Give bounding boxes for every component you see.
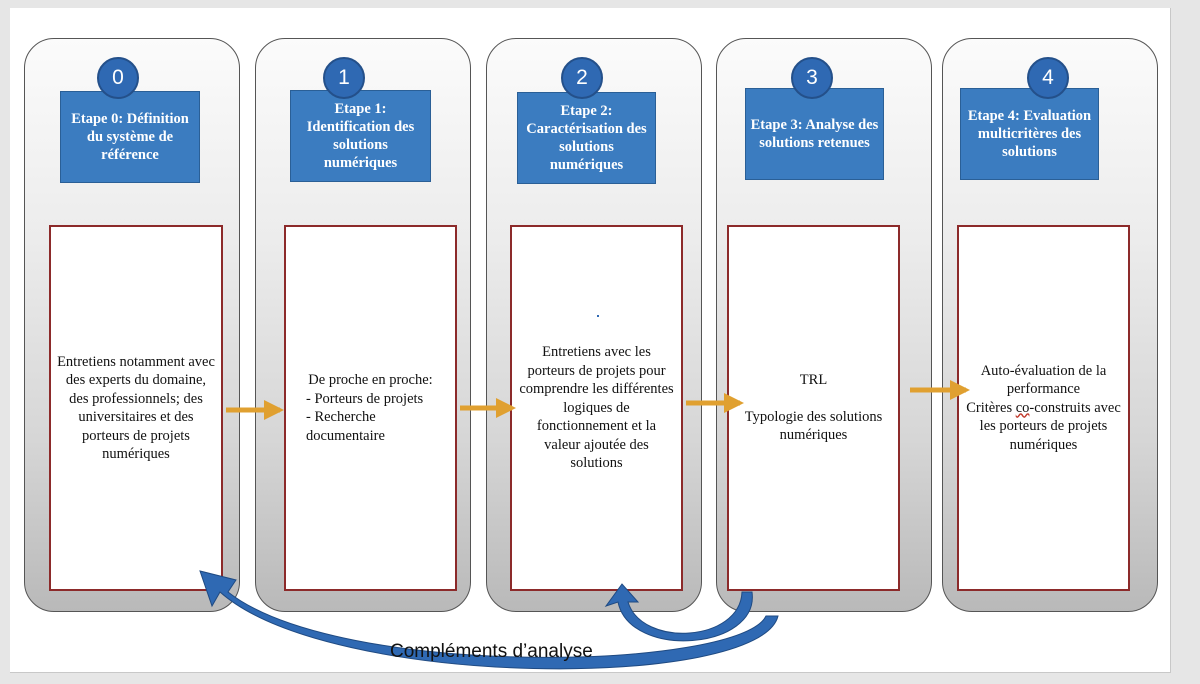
stage-3-number: 3 (791, 57, 833, 99)
stage-4-content: Auto-évaluation de la performance Critèr… (957, 225, 1130, 591)
stage-3-content: TRL Typologie des solutions numériques (727, 225, 900, 591)
stage-2-content-text: Entretiens avec les porteurs de projets … (519, 344, 674, 472)
stage-2-title: Etape 2: Caractérisation des solutions n… (517, 92, 656, 184)
stage-4-number: 4 (1027, 57, 1069, 99)
stage-1-content-intro: De proche en proche: (308, 372, 433, 388)
stage-0-title: Etape 0: Définition du système de référe… (60, 91, 200, 183)
stage-3-content-typologie: Typologie des solutions numériques (744, 408, 883, 444)
stage-2-number: 2 (561, 57, 603, 99)
stage-1-item-recherche: - Recherche documentaire (306, 409, 385, 444)
stage-4-content-criteres: Critères co-construits avec les porteurs… (966, 399, 1121, 453)
stage-2-stray-dot (597, 315, 599, 317)
stage-1-title: Etape 1: Identification des solutions nu… (290, 90, 431, 182)
stage-3-content-trl: TRL (799, 372, 828, 389)
stage-4-title: Etape 4: Evaluation multicritères des so… (960, 88, 1099, 180)
stage-0-number: 0 (97, 57, 139, 99)
stage-1-number: 1 (323, 57, 365, 99)
feedback-caption: Compléments d’analyse (390, 641, 593, 662)
stage-0-content-text: Entretiens notamment avec des experts du… (57, 353, 215, 463)
stage-0-content: Entretiens notamment avec des experts du… (49, 225, 223, 591)
stage-1-content: De proche en proche: - Porteurs de proje… (284, 225, 457, 591)
stage-4-content-autoeval: Auto-évaluation de la performance (980, 362, 1107, 398)
stage-1-item-porteurs: - Porteurs de projets (306, 390, 424, 407)
stage-3-title: Etape 3: Analyse des solutions retenues (745, 88, 884, 180)
stage-2-content: Entretiens avec les porteurs de projets … (510, 225, 683, 591)
